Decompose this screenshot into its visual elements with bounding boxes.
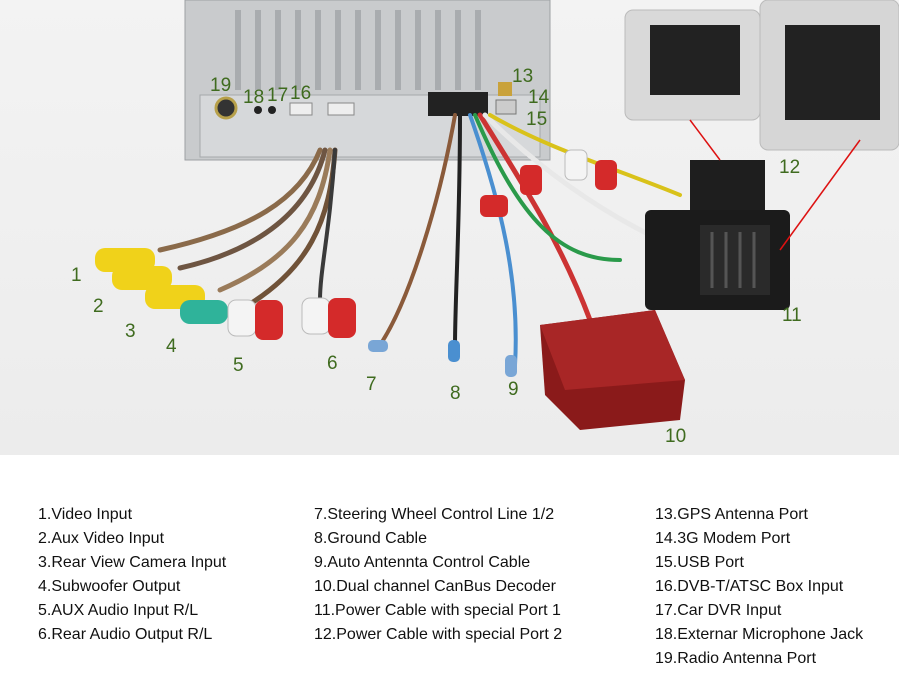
legend-column-1: 1.Video Input 2.Aux Video Input 3.Rear V… xyxy=(38,503,226,647)
product-photo: 1 2 3 4 5 6 7 8 9 10 11 12 13 14 15 16 1… xyxy=(0,0,899,455)
callout-8: 8 xyxy=(450,383,461,404)
legend-item: 9.Auto Antennta Control Cable xyxy=(314,554,531,571)
legend-item: 10.Dual channel CanBus Decoder xyxy=(314,578,556,595)
callout-5: 5 xyxy=(233,355,244,376)
callout-3: 3 xyxy=(125,321,136,342)
callout-12: 12 xyxy=(779,157,801,178)
callout-2: 2 xyxy=(93,296,104,317)
head-unit-chassis xyxy=(184,0,551,161)
legend-item: 18.Externar Microphone Jack xyxy=(655,626,864,643)
callout-15: 15 xyxy=(526,109,548,130)
callout-17: 17 xyxy=(267,85,289,106)
legend-item: 15.USB Port xyxy=(655,554,744,571)
legend-column-3: 13.GPS Antenna Port 14.3G Modem Port 15.… xyxy=(655,503,863,671)
callout-14: 14 xyxy=(528,87,550,108)
port-legend: 1.Video Input 2.Aux Video Input 3.Rear V… xyxy=(0,455,899,700)
callout-7: 7 xyxy=(366,374,377,395)
legend-item: 4.Subwoofer Output xyxy=(38,578,181,595)
legend-item: 13.GPS Antenna Port xyxy=(655,506,808,523)
inset-connector-photos xyxy=(624,0,899,251)
legend-item: 5.AUX Audio Input R/L xyxy=(38,602,199,619)
legend-item: 3.Rear View Camera Input xyxy=(38,554,227,571)
legend-item: 2.Aux Video Input xyxy=(38,530,165,547)
callout-4: 4 xyxy=(166,336,177,357)
legend-item: 6.Rear Audio Output R/L xyxy=(38,626,213,643)
power-connectors xyxy=(645,160,790,310)
callout-18: 18 xyxy=(243,87,265,108)
callout-13: 13 xyxy=(512,66,534,87)
legend-item: 1.Video Input xyxy=(38,506,133,523)
callout-10: 10 xyxy=(665,426,687,447)
wiring-harness-illustration xyxy=(95,0,899,430)
callout-9: 9 xyxy=(508,379,519,400)
rca-plugs xyxy=(95,149,617,340)
callout-6: 6 xyxy=(327,353,338,374)
legend-item: 16.DVB-T/ATSC Box Input xyxy=(655,578,844,595)
legend-item: 14.3G Modem Port xyxy=(655,530,791,547)
callout-16: 16 xyxy=(290,83,312,104)
callout-11: 11 xyxy=(782,305,802,326)
callout-1: 1 xyxy=(71,265,82,286)
legend-item: 7.Steering Wheel Control Line 1/2 xyxy=(314,506,555,523)
legend-item: 12.Power Cable with special Port 2 xyxy=(314,626,563,643)
legend-item: 19.Radio Antenna Port xyxy=(655,650,817,667)
legend-item: 8.Ground Cable xyxy=(314,530,427,547)
legend-item: 17.Car DVR Input xyxy=(655,602,782,619)
callout-19: 19 xyxy=(210,75,232,96)
legend-column-2: 7.Steering Wheel Control Line 1/2 8.Grou… xyxy=(314,503,562,647)
canbus-decoder-box xyxy=(540,310,685,430)
legend-item: 11.Power Cable with special Port 1 xyxy=(314,602,561,619)
